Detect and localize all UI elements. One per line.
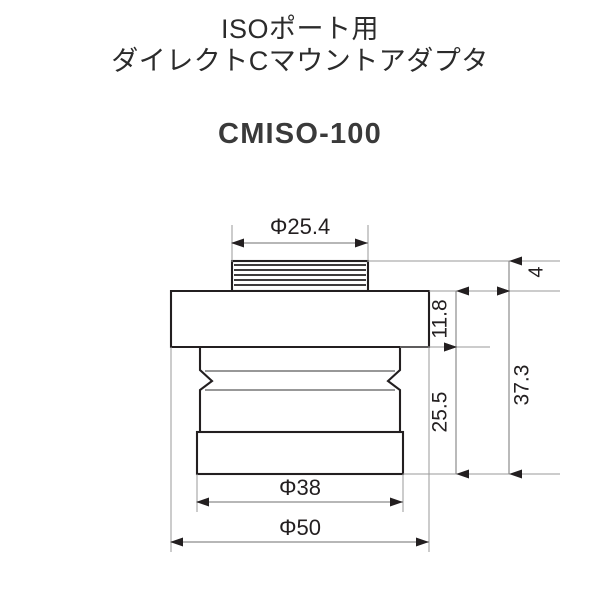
title-line-1: ISOポート用 xyxy=(220,14,379,44)
dimension-label-4: 4 xyxy=(525,266,547,277)
base-ring xyxy=(195,430,405,476)
dimension-label-phi25-4: Φ25.4 xyxy=(270,214,330,239)
dimension-label-phi38: Φ38 xyxy=(279,475,321,500)
threaded-boss xyxy=(230,259,370,293)
title-line-2: ダイレクトCマウントアダプタ xyxy=(111,45,489,76)
dimension-label-37-3: 37.3 xyxy=(511,365,534,406)
thread-hatch-lines xyxy=(234,264,366,286)
title-block: ISOポート用 ダイレクトCマウントアダプタ xyxy=(0,14,600,78)
model-code: CMISO-100 xyxy=(218,118,382,150)
groove-detail-lines xyxy=(205,370,395,391)
dimension-label-25-5: 25.5 xyxy=(429,392,452,433)
dimension-label-phi50: Φ50 xyxy=(279,515,321,540)
dimension-lines xyxy=(170,238,522,547)
flange-block xyxy=(169,289,431,349)
dimension-label-11-8: 11.8 xyxy=(429,299,452,338)
dimension-labels: Φ25.4 4 11.8 25.5 37.3 Φ38 Φ50 xyxy=(270,214,547,540)
part-outline xyxy=(169,259,431,476)
